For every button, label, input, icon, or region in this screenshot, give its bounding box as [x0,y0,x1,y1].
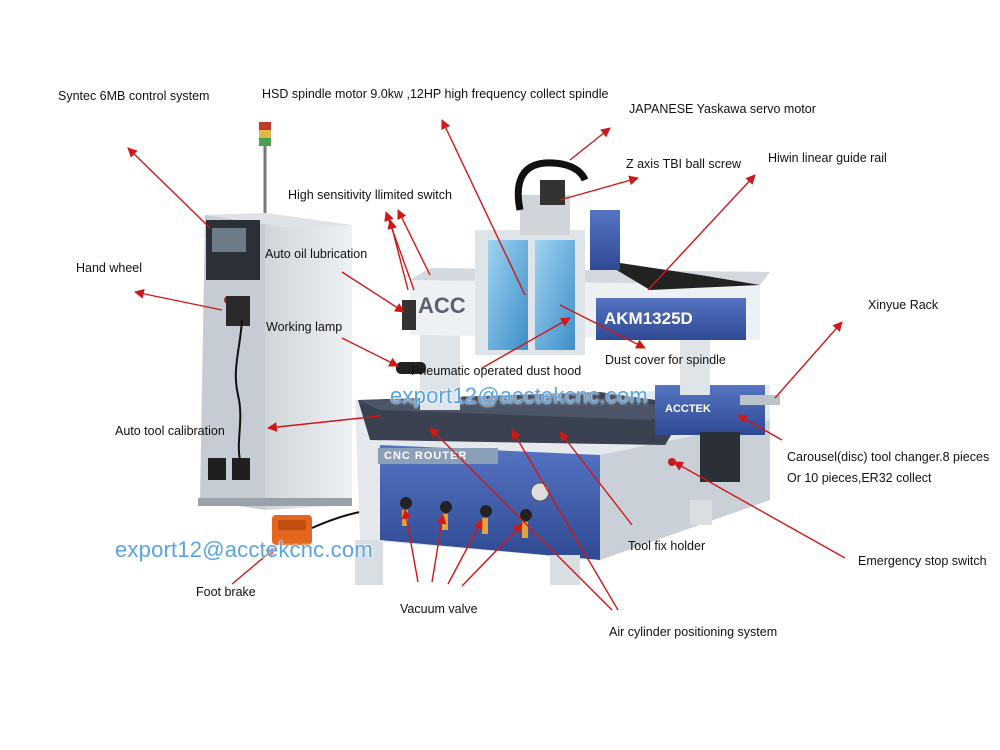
label-xinyue-rack: Xinyue Rack [868,298,939,312]
arrow-hsd-spindle [441,119,526,296]
arrow-hiwin [647,174,756,291]
label-yaskawa: JAPANESE Yaskawa servo motor [629,102,816,116]
control-cabinet [198,122,352,510]
arrow-air-cylinder-a [429,427,613,611]
label-dust-hood: Pneumatic operated dust hood [411,364,582,378]
label-vacuum-valve: Vacuum valve [400,602,478,616]
arrow-foot-brake [231,547,276,585]
label-emergency-stop: Emergency stop switch [858,554,987,568]
gantry [396,159,770,410]
label-tool-calibration: Auto tool calibration [115,424,225,438]
arrow-z-axis [559,175,639,201]
arrow-vacuum-valve-b [431,514,447,583]
arrow-vacuum-valve-d [461,523,523,587]
arrow-tool-calibration [267,415,381,432]
label-air-cylinder: Air cylinder positioning system [609,625,778,639]
model-plate-text: AKM1325D [604,309,693,328]
arrow-emergency-stop [673,461,846,559]
arrow-vacuum-valve-c [447,519,483,585]
label-foot-brake: Foot brake [196,585,256,599]
arrow-vacuum-valve-a [401,509,419,583]
label-oil-lube: Auto oil lubrication [265,247,368,261]
label-limit-switch: High sensitivity llimited switch [288,188,452,202]
label-hsd-spindle: HSD spindle motor 9.0kw ,12HP high frequ… [262,87,609,101]
arrow-syntec [127,147,211,229]
label-syntec: Syntec 6MB control system [58,89,210,103]
arrow-xinyue-rack [774,321,843,399]
arrow-limit-switch-c [397,209,431,276]
label-dust-cover: Dust cover for spindle [605,353,726,367]
label-hand-wheel: Hand wheel [76,261,143,275]
arrow-hand-wheel [134,288,223,311]
arrow-limit-switch-b [384,211,415,291]
label-carousel-line1: Carousel(disc) tool changer.8 pieces [787,450,990,464]
table-plate-text: CNC ROUTER [384,450,468,462]
arrow-yaskawa [569,127,611,161]
gantry-brand-text: ACC [418,293,466,318]
arrow-oil-lube [341,271,405,313]
arrow-dust-hood [481,317,571,369]
arrow-air-cylinder-b [511,429,619,611]
label-tool-fix-holder: Tool fix holder [628,539,706,553]
arrow-carousel [737,414,783,441]
watermark-center: export12@acctekcnc.com [390,383,648,408]
label-carousel-line2: Or 10 pieces,ER32 collect [787,471,932,485]
foot-pedal [272,511,361,545]
label-z-axis: Z axis TBI ball screw [626,157,742,171]
arrow-working-lamp [341,337,399,367]
label-hiwin: Hiwin linear guide rail [768,151,887,165]
watermark-left: export12@acctekcnc.com [115,537,373,562]
arrow-dust-cover [559,304,646,349]
side-brand-text: ACCTEK [665,403,711,415]
label-working-lamp: Working lamp [266,320,343,334]
arrow-tool-fix-holder [559,431,633,526]
